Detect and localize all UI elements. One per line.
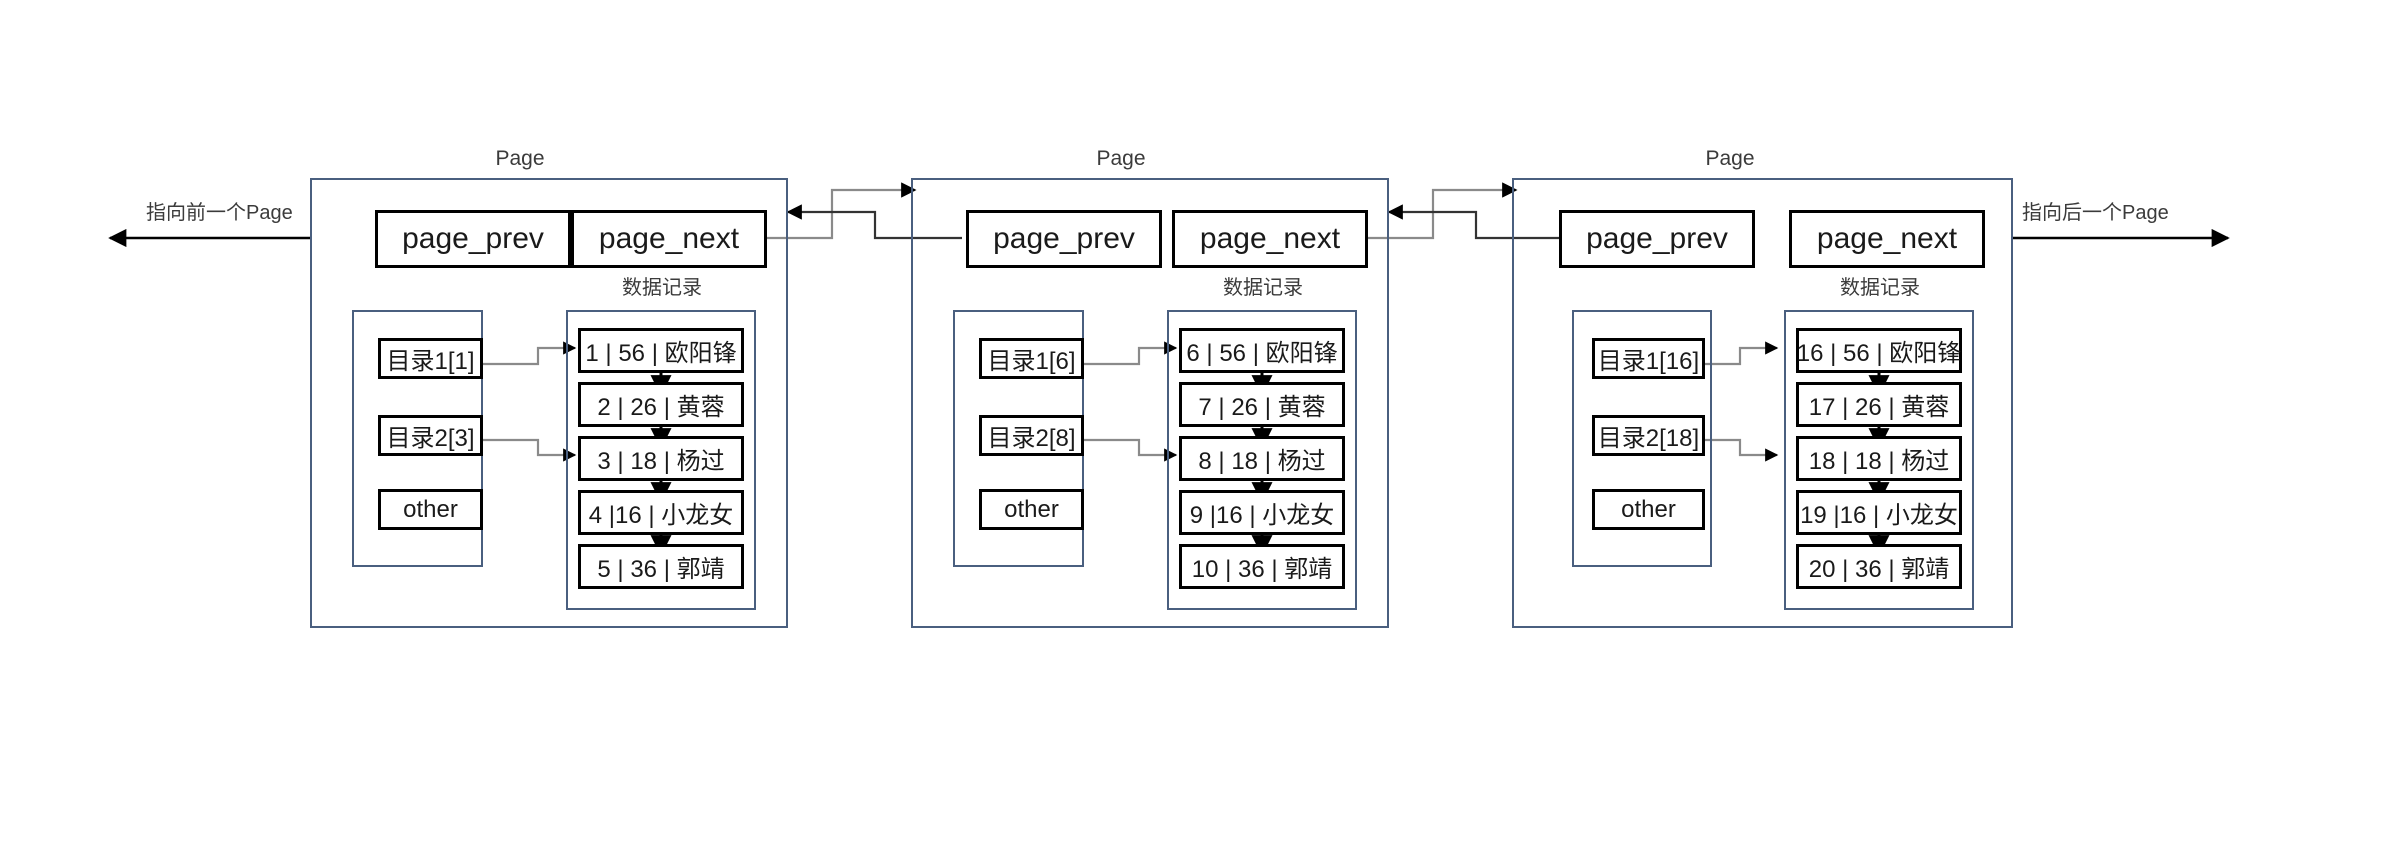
page-title-3: Page <box>1705 147 1755 170</box>
directory-other-3[interactable]: other <box>1592 489 1705 530</box>
record-row-2-5[interactable]: 10 | 36 | 郭靖 <box>1179 544 1345 589</box>
directory-entry-2-2[interactable]: 目录2[8] <box>979 415 1084 456</box>
directory-entry-3-2[interactable]: 目录2[18] <box>1592 415 1705 456</box>
directory-entry-3-1[interactable]: 目录1[16] <box>1592 338 1705 379</box>
records-title-3: 数据记录 <box>1840 277 1920 299</box>
record-row-1-4[interactable]: 4 |16 | 小龙女 <box>578 490 744 535</box>
record-row-3-1[interactable]: 16 | 56 | 欧阳锋 <box>1796 328 1962 373</box>
record-row-1-1[interactable]: 1 | 56 | 欧阳锋 <box>578 328 744 373</box>
record-row-3-5[interactable]: 20 | 36 | 郭靖 <box>1796 544 1962 589</box>
page-container-2 <box>911 178 1389 628</box>
page-prev-box-1[interactable]: page_prev <box>375 210 571 268</box>
next-pointer-label: 指向后一个Page <box>2022 202 2169 224</box>
record-row-3-3[interactable]: 18 | 18 | 杨过 <box>1796 436 1962 481</box>
records-container-2 <box>1167 310 1357 610</box>
record-row-2-4[interactable]: 9 |16 | 小龙女 <box>1179 490 1345 535</box>
page-next-box-3[interactable]: page_next <box>1789 210 1985 268</box>
directory-other-1[interactable]: other <box>378 489 483 530</box>
record-row-2-1[interactable]: 6 | 56 | 欧阳锋 <box>1179 328 1345 373</box>
record-row-1-3[interactable]: 3 | 18 | 杨过 <box>578 436 744 481</box>
record-row-3-2[interactable]: 17 | 26 | 黄蓉 <box>1796 382 1962 427</box>
record-row-1-2[interactable]: 2 | 26 | 黄蓉 <box>578 382 744 427</box>
records-title-1: 数据记录 <box>622 277 702 299</box>
records-container-1 <box>566 310 756 610</box>
directory-entry-1-2[interactable]: 目录2[3] <box>378 415 483 456</box>
prev-pointer-label: 指向前一个Page <box>146 202 293 224</box>
directory-entry-1-1[interactable]: 目录1[1] <box>378 338 483 379</box>
records-title-2: 数据记录 <box>1223 277 1303 299</box>
page-prev-box-3[interactable]: page_prev <box>1559 210 1755 268</box>
page-title-1: Page <box>495 147 545 170</box>
records-container-3 <box>1784 310 1974 610</box>
record-row-3-4[interactable]: 19 |16 | 小龙女 <box>1796 490 1962 535</box>
directory-entry-2-1[interactable]: 目录1[6] <box>979 338 1084 379</box>
page-next-box-1[interactable]: page_next <box>571 210 767 268</box>
page-container-1 <box>310 178 788 628</box>
page-prev-box-2[interactable]: page_prev <box>966 210 1162 268</box>
record-row-1-5[interactable]: 5 | 36 | 郭靖 <box>578 544 744 589</box>
record-row-2-3[interactable]: 8 | 18 | 杨过 <box>1179 436 1345 481</box>
page-next-box-2[interactable]: page_next <box>1172 210 1368 268</box>
page-title-2: Page <box>1096 147 1146 170</box>
page-container-3 <box>1512 178 2013 628</box>
directory-other-2[interactable]: other <box>979 489 1084 530</box>
directory-container-3 <box>1572 310 1712 567</box>
record-row-2-2[interactable]: 7 | 26 | 黄蓉 <box>1179 382 1345 427</box>
